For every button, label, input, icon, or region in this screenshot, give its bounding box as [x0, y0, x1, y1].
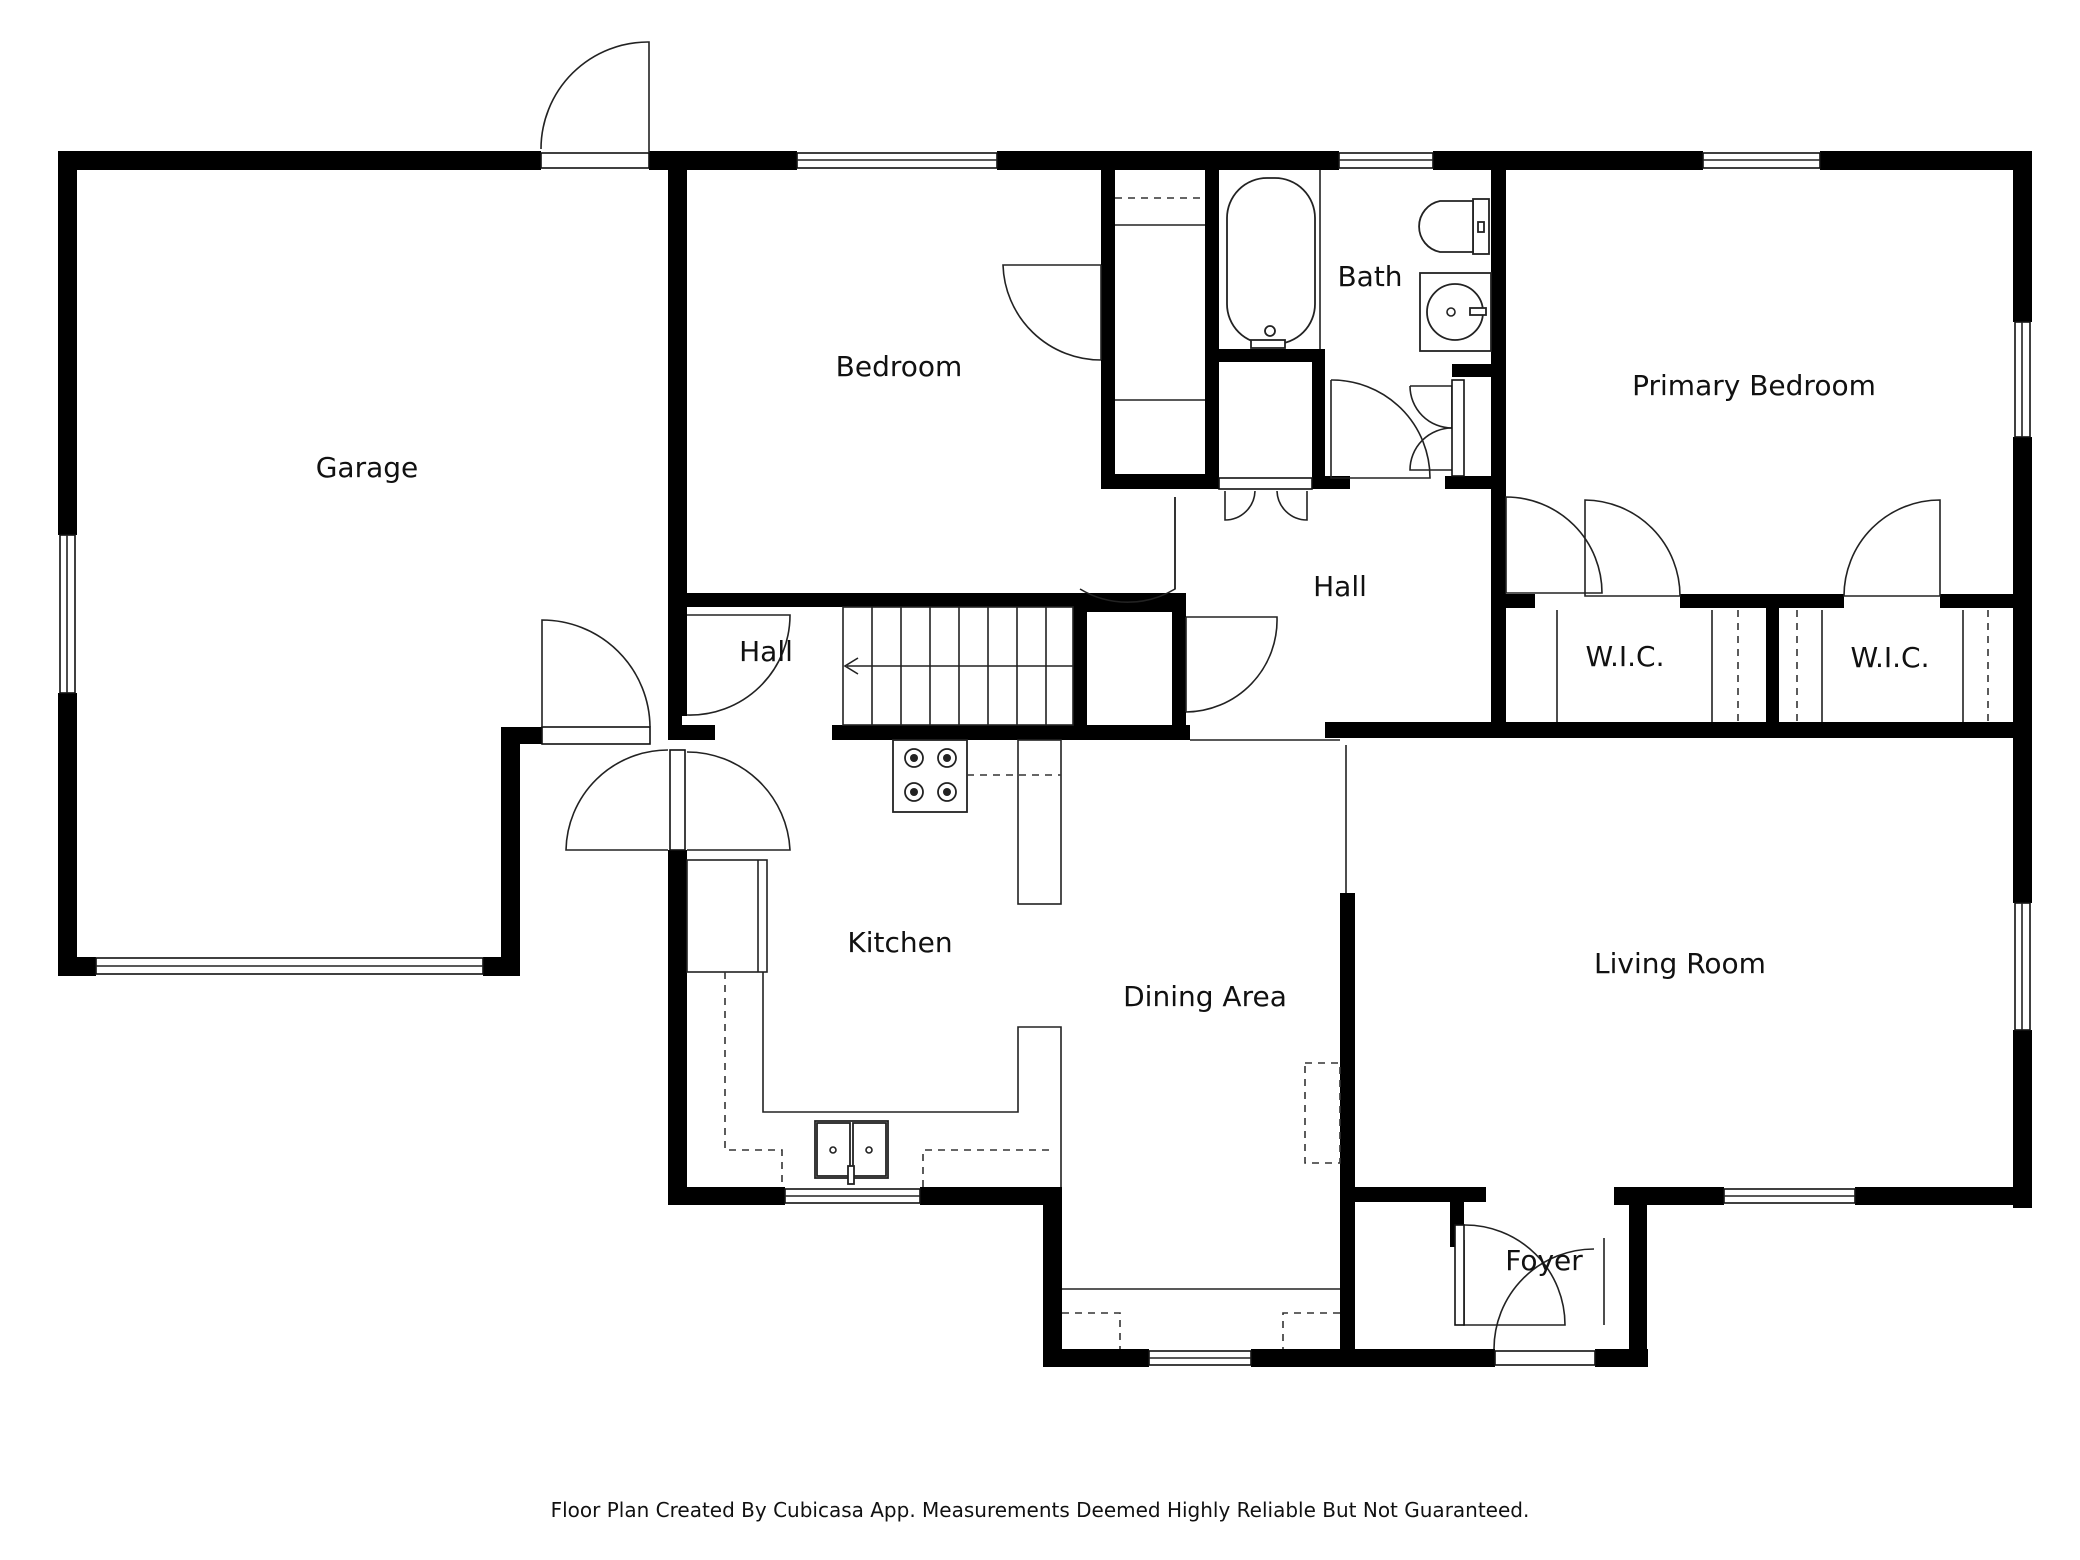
- windows: [59, 152, 2031, 1366]
- pantry: [1017, 739, 1062, 905]
- footer-disclaimer: Floor Plan Created By Cubicasa App. Meas…: [551, 1498, 1530, 1522]
- refrigerator: [686, 859, 768, 973]
- kitchen-fixtures: [686, 739, 1062, 1187]
- door-swing: [540, 41, 650, 153]
- door-swing: [1224, 490, 1256, 521]
- label-bath: Bath: [1337, 260, 1402, 293]
- door-swing: [1493, 1248, 1595, 1350]
- walls: [58, 151, 2032, 1367]
- door-swing: [1185, 616, 1278, 713]
- label-wic-right: W.I.C.: [1851, 641, 1930, 674]
- label-living-room: Living Room: [1594, 947, 1766, 980]
- dining-fixtures: [1062, 739, 1347, 1349]
- label-hall-upper: Hall: [1313, 570, 1367, 603]
- label-garage: Garage: [316, 451, 419, 484]
- door-swing: [1002, 264, 1102, 361]
- label-hall-left: Hall: [739, 635, 793, 668]
- door-swing: [565, 749, 669, 851]
- door-swing: [1505, 496, 1603, 594]
- door-swing: [541, 619, 651, 728]
- door-swing: [1079, 497, 1176, 603]
- label-dining-area: Dining Area: [1123, 980, 1287, 1013]
- label-primary-bedroom: Primary Bedroom: [1632, 369, 1876, 402]
- stove: [892, 739, 968, 813]
- room-labels: Garage Bedroom Bath Primary Bedroom Hall…: [316, 260, 1930, 1277]
- door-swing: [1276, 490, 1308, 521]
- toilet: [1418, 200, 1474, 253]
- closet-shelves: [1115, 170, 1989, 722]
- door-swing: [1584, 499, 1681, 597]
- label-wic-left: W.I.C.: [1586, 640, 1665, 673]
- door-swing: [1843, 499, 1941, 597]
- door-swing: [686, 751, 791, 851]
- label-bedroom: Bedroom: [836, 350, 963, 383]
- front-door-threshold: [1494, 1350, 1596, 1366]
- label-foyer: Foyer: [1505, 1244, 1583, 1277]
- door-swing: [686, 614, 791, 716]
- door-swing: [1409, 385, 1453, 429]
- bath-fixtures: [1226, 177, 1492, 352]
- door-swing: [1463, 1224, 1566, 1326]
- door-swing: [1409, 427, 1453, 471]
- staircase: [842, 606, 1074, 726]
- doors: [540, 41, 1941, 1350]
- bathtub: [1226, 177, 1316, 345]
- label-kitchen: Kitchen: [847, 926, 952, 959]
- door-swing: [1330, 379, 1431, 479]
